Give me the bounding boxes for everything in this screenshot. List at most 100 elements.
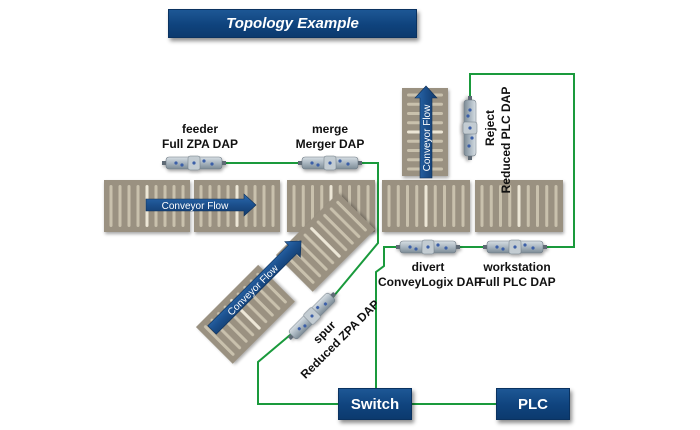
device-led <box>408 245 412 249</box>
feeder-type: Full ZPA DAP <box>162 137 238 151</box>
roller <box>406 185 409 227</box>
divert-name: divert <box>411 260 445 274</box>
device-divert[interactable] <box>396 239 460 255</box>
switch-box[interactable]: Switch <box>338 388 412 420</box>
device-port-right <box>543 245 547 249</box>
device-led <box>174 161 178 165</box>
roller <box>526 185 530 227</box>
device-port-left <box>468 96 472 100</box>
plc-box[interactable]: PLC <box>496 388 570 420</box>
wire-merge-spur <box>327 162 379 304</box>
device-reject[interactable] <box>462 96 478 160</box>
arrow-shape <box>145 193 257 217</box>
flow-arrow-main: Conveyor Flow <box>145 193 257 217</box>
device-led <box>470 136 474 140</box>
device-port-left <box>483 245 487 249</box>
flow-label: Conveyor Flow <box>162 201 229 212</box>
wire-spur-switch <box>257 329 338 405</box>
device-led <box>346 162 350 166</box>
roller <box>297 240 328 271</box>
roller <box>283 253 315 284</box>
conveyor-workstation <box>475 180 563 232</box>
roller <box>271 185 275 227</box>
workstation-name: workstation <box>483 260 551 274</box>
roller <box>461 185 465 227</box>
roller <box>203 325 235 356</box>
label-merge: merge Merger DAP <box>288 122 372 152</box>
device-led <box>303 324 307 328</box>
device-port-left <box>396 245 400 249</box>
device-led <box>501 247 505 251</box>
device-led <box>426 245 430 249</box>
device-led <box>444 246 448 250</box>
device-led <box>513 245 517 249</box>
device-led <box>414 247 418 251</box>
roller <box>262 185 266 227</box>
device-merge[interactable] <box>298 155 362 171</box>
device-led <box>531 246 535 250</box>
conveyor-divert <box>382 180 470 232</box>
device-feeder[interactable] <box>162 155 226 171</box>
device-led <box>310 314 314 318</box>
roller <box>336 200 367 232</box>
diagram-title: Topology Example <box>168 9 417 38</box>
roller <box>311 185 314 227</box>
label-reject: Reject Reduced PLC DAP <box>483 87 513 194</box>
roller <box>452 185 456 227</box>
roller <box>545 185 549 227</box>
reject-name: Reject <box>483 110 497 146</box>
device-led <box>323 302 328 306</box>
device-led <box>328 161 332 165</box>
device-led <box>338 159 342 163</box>
wire-workstation-reject <box>469 73 575 248</box>
label-feeder: feeder Full ZPA DAP <box>158 122 242 152</box>
device-port-right <box>222 161 226 165</box>
reject-type: Reduced PLC DAP <box>499 87 513 194</box>
network-wires <box>222 73 575 405</box>
device-led <box>316 305 320 310</box>
roller <box>292 185 296 227</box>
conveyor-spur-lower <box>195 264 295 364</box>
merge-type: Merger DAP <box>295 137 365 151</box>
roller <box>424 185 428 227</box>
devices <box>162 96 547 343</box>
device-led <box>495 245 499 249</box>
device-led <box>523 243 527 247</box>
device-led <box>436 243 440 247</box>
roller <box>554 185 558 227</box>
device-port-right <box>358 161 362 165</box>
roller <box>303 233 335 265</box>
device-port-left <box>162 161 166 165</box>
device-led <box>210 162 214 166</box>
device-led <box>297 327 301 331</box>
device-workstation[interactable] <box>483 239 547 255</box>
device-spur[interactable] <box>284 288 339 343</box>
device-led <box>467 144 471 148</box>
device-led <box>192 161 196 165</box>
device-led <box>468 126 472 130</box>
roller <box>136 185 140 227</box>
workstation-type: Full PLC DAP <box>478 275 556 289</box>
device-led <box>466 114 470 118</box>
roller <box>508 185 512 227</box>
device-port-left <box>298 161 302 165</box>
device-led <box>180 163 184 167</box>
roller <box>536 185 539 227</box>
merge-name: merge <box>311 122 349 136</box>
roller <box>480 185 484 227</box>
roller <box>366 185 370 227</box>
flow-label: Conveyor Flow <box>422 104 433 171</box>
roller <box>323 213 354 245</box>
roller <box>329 207 361 239</box>
roller <box>415 185 419 227</box>
roller <box>499 185 502 227</box>
device-port-right <box>468 156 472 160</box>
roller <box>396 185 400 227</box>
wire-divert-switch <box>375 246 396 388</box>
roller <box>316 220 348 252</box>
arrow-shape <box>414 85 438 179</box>
device-led <box>310 161 314 165</box>
label-divert: divert ConveyLogix DAP <box>378 260 482 290</box>
roller <box>443 185 446 227</box>
